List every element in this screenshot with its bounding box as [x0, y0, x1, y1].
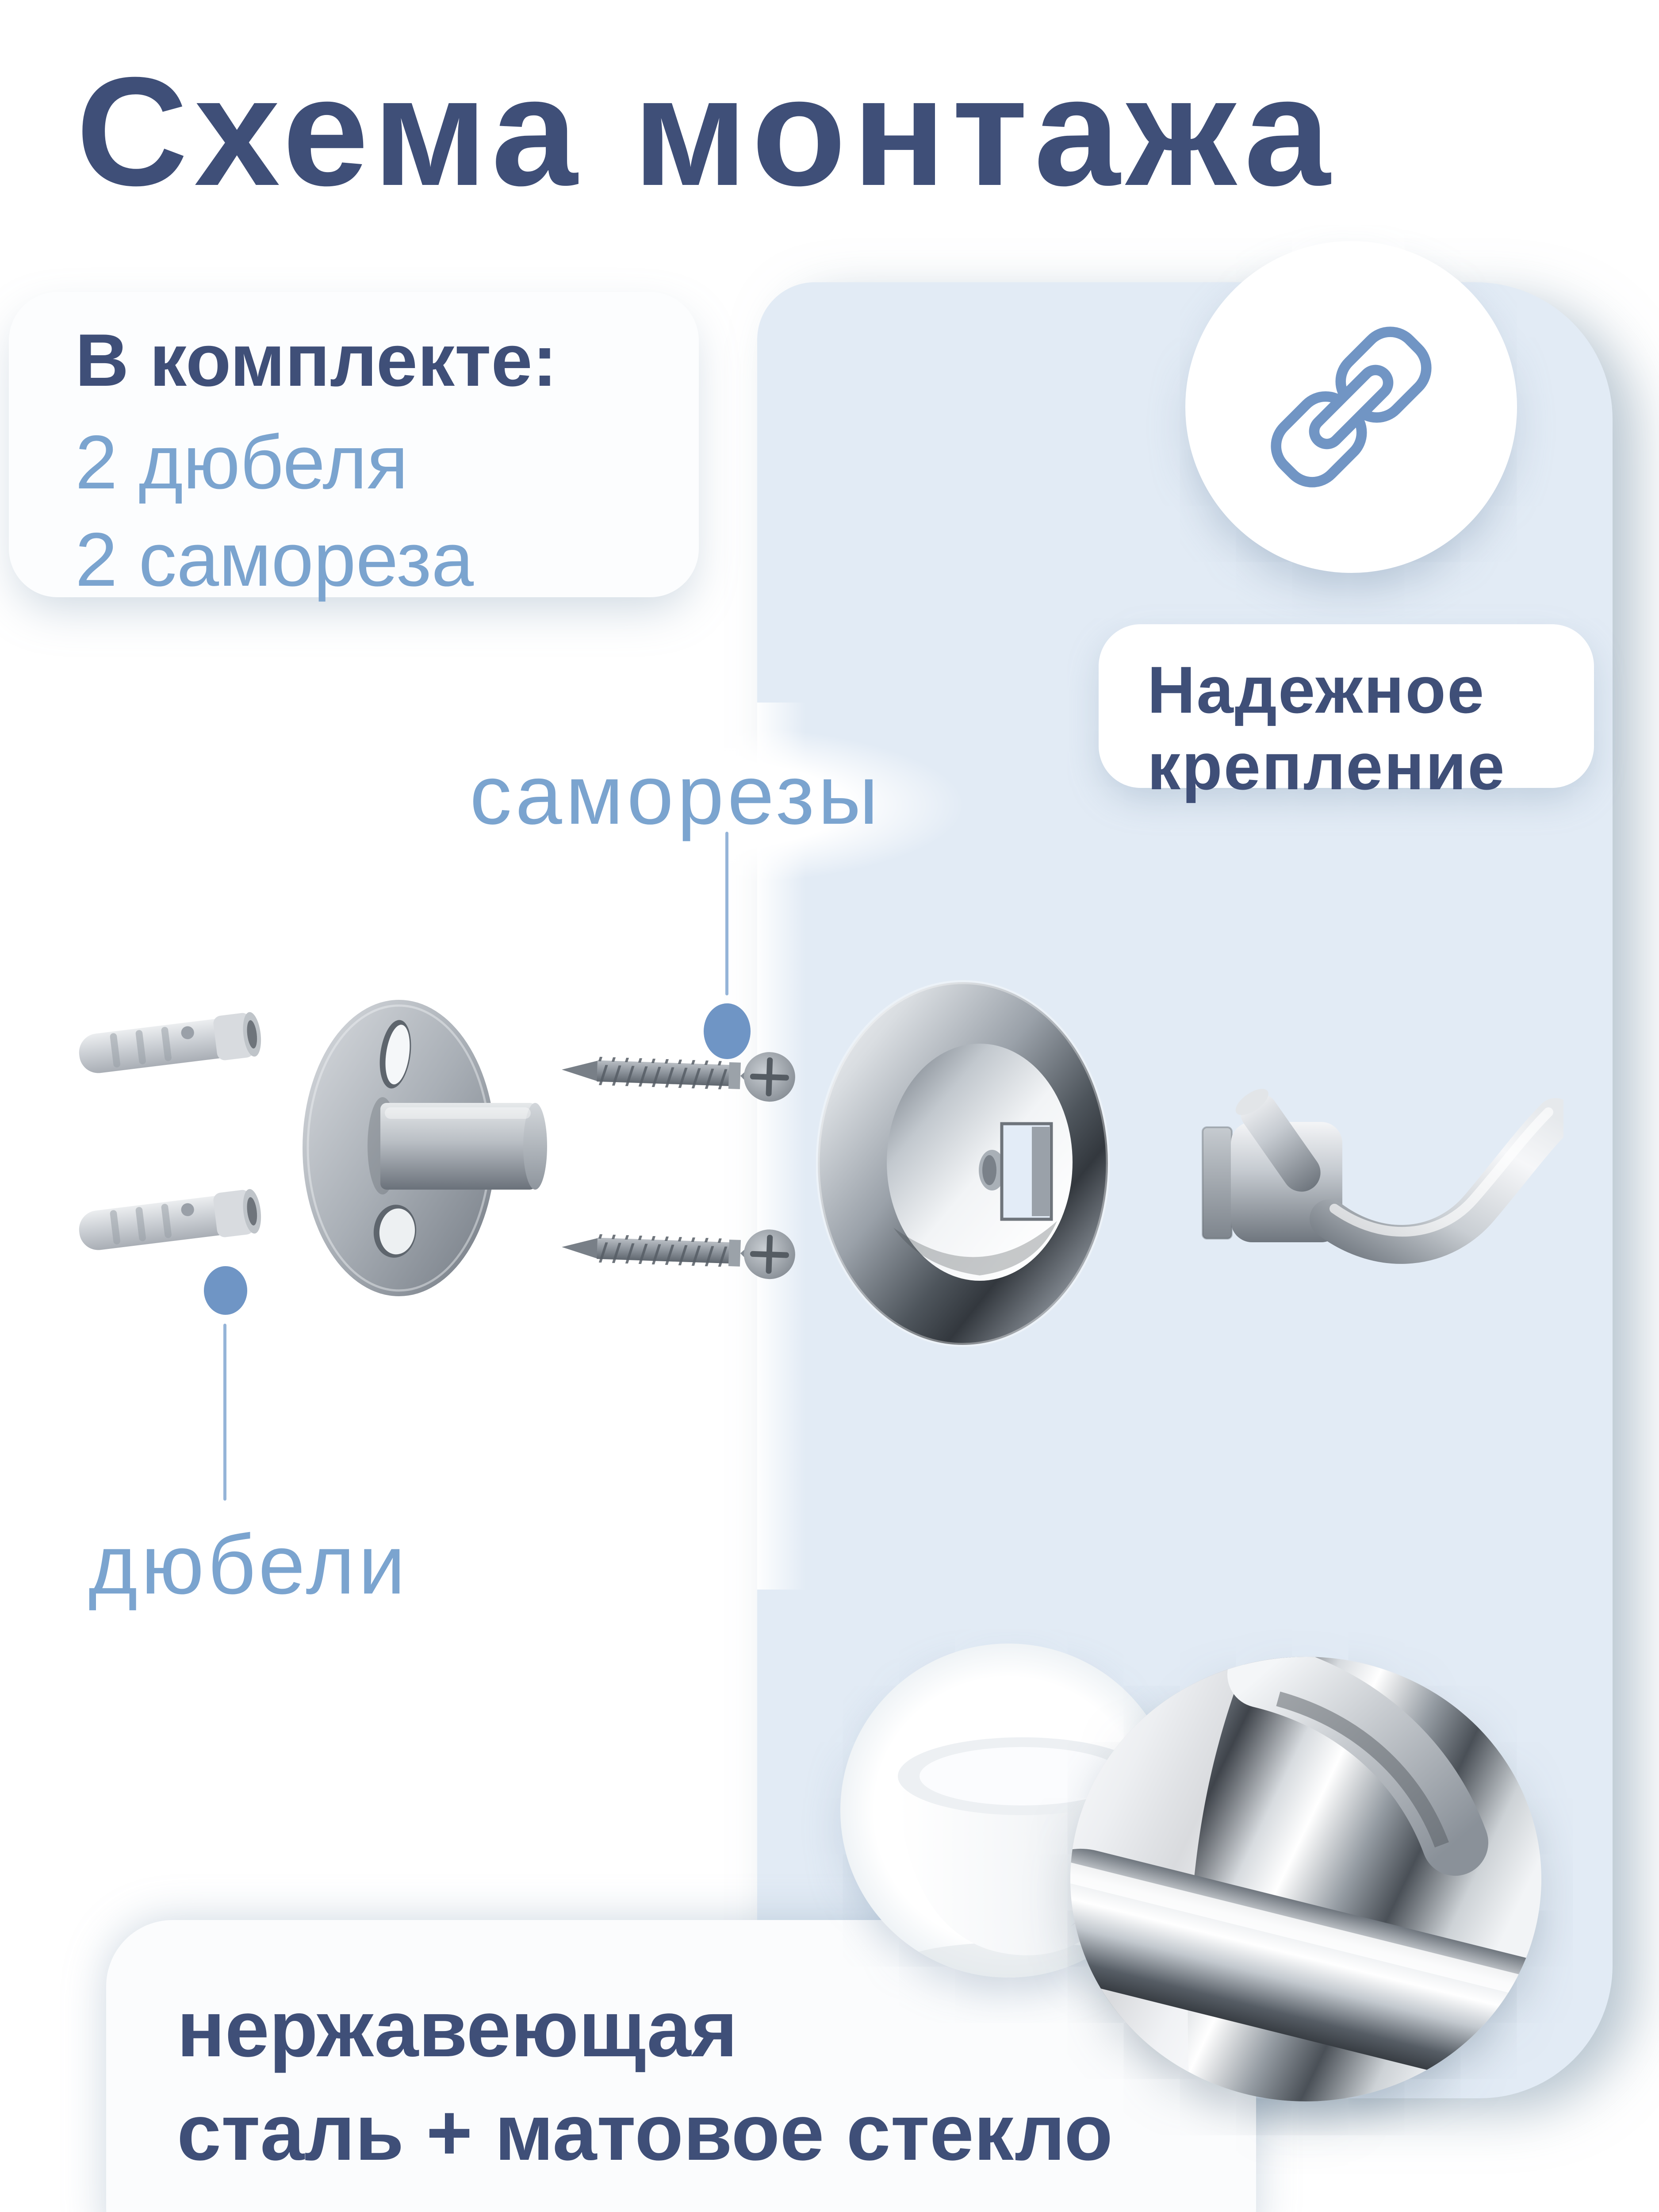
mounting-plate-icon — [303, 1000, 547, 1296]
page-title: Схема монтажа — [76, 45, 1337, 218]
inset-chrome-image — [1070, 1657, 1541, 2101]
callout-screws-line — [725, 832, 728, 995]
footer-line2: сталь + матовое стекло — [177, 2088, 1113, 2177]
dowel-icon — [79, 1012, 261, 1073]
callout-dowels-line — [223, 1324, 226, 1501]
reliability-label-line1: Надежное — [1147, 653, 1486, 727]
callout-dowels-label: дюбели — [88, 1518, 409, 1612]
dowel-icon — [79, 1189, 261, 1250]
kit-item-screws: 2 самореза — [75, 517, 474, 602]
callout-screws-dot — [704, 1003, 751, 1059]
screw-icon — [562, 1052, 795, 1102]
chrome-rosette-icon — [816, 980, 1110, 1347]
kit-item-dowels: 2 дюбеля — [75, 420, 408, 505]
double-hook-icon — [1202, 1089, 1563, 1264]
chain-link-icon — [1271, 326, 1432, 488]
callout-screws-label: саморезы — [470, 748, 882, 842]
kit-heading: В комплекте: — [75, 319, 557, 402]
chain-badge — [1185, 241, 1517, 573]
callout-dowels-dot — [204, 1266, 247, 1315]
footer-card: нержавеющая сталь + матовое стекло — [106, 1920, 1256, 2212]
kit-card: В комплекте: 2 дюбеля 2 самореза — [9, 292, 699, 602]
footer-line1: нержавеющая — [177, 1985, 738, 2074]
screw-icon — [562, 1229, 795, 1279]
reliability-label-line2: крепление — [1147, 729, 1506, 803]
label-backdrop — [442, 726, 964, 885]
reliability-card: Надежное крепление — [1099, 624, 1594, 803]
